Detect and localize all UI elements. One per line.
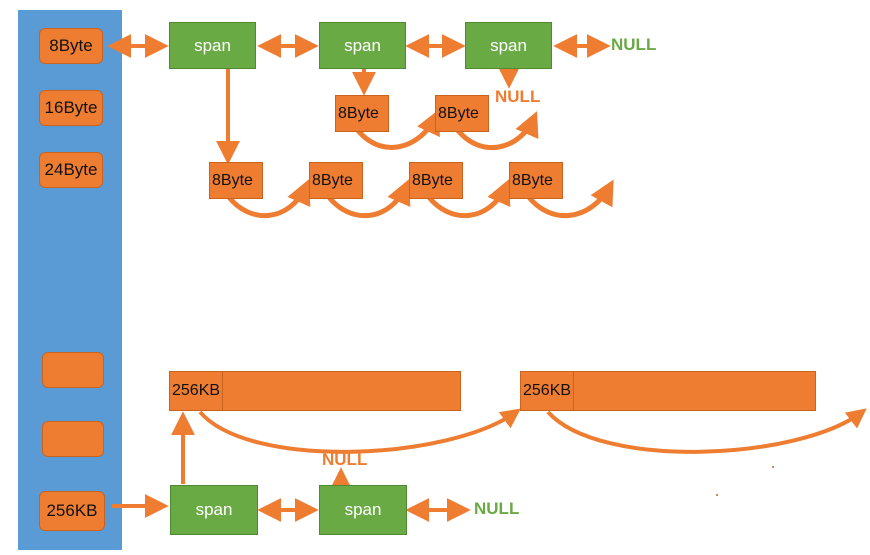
null-label-span3: NULL <box>495 87 541 106</box>
size-class-8byte: 8Byte <box>39 28 103 64</box>
null-label-top-right: NULL <box>611 35 657 54</box>
span-bottom-2: span <box>319 485 407 535</box>
curve-r1-1 <box>354 109 440 150</box>
curve-r1-2 <box>454 111 539 150</box>
curve-r2-2 <box>326 179 411 219</box>
span-top-1: span <box>169 22 256 69</box>
null-label-span-b2: NULL <box>322 450 368 469</box>
large-block-2-label: 256KB <box>523 372 575 410</box>
small-block-r2-1: 8Byte <box>209 162 263 199</box>
large-block-1-label: 256KB <box>172 372 224 410</box>
curve-large-1 <box>198 408 521 454</box>
small-block-r1-2: 8Byte <box>435 95 489 132</box>
chain-curves-row2 <box>226 179 614 219</box>
small-block-r2-3: 8Byte <box>409 162 463 199</box>
small-block-r1-1: 8Byte <box>335 95 389 132</box>
chain-curves-row1 <box>354 109 539 150</box>
size-class-16byte: 16Byte <box>39 90 103 126</box>
large-block-2: 256KB <box>520 371 816 411</box>
curve-r2-4 <box>526 179 614 219</box>
small-block-r2-4: 8Byte <box>509 162 563 199</box>
size-class-256kb: 256KB <box>39 491 105 531</box>
bottom-row-arrows <box>112 411 471 522</box>
speck <box>716 494 718 496</box>
span-top-2: span <box>319 22 406 69</box>
small-block-r2-2: 8Byte <box>309 162 363 199</box>
large-block-1: 256KB <box>169 371 461 411</box>
curve-large-2 <box>546 408 867 454</box>
speck <box>772 466 774 468</box>
span-bottom-1: span <box>170 485 258 535</box>
large-block-curves <box>198 408 867 454</box>
size-class-empty-2 <box>42 421 104 457</box>
size-class-empty-1 <box>42 352 104 388</box>
curve-r2-1 <box>226 179 311 219</box>
span-top-3: span <box>465 22 552 69</box>
top-row-arrows <box>107 34 611 165</box>
curve-r2-3 <box>426 179 511 219</box>
size-class-24byte: 24Byte <box>39 152 103 188</box>
null-label-bottom-right: NULL <box>474 499 520 518</box>
